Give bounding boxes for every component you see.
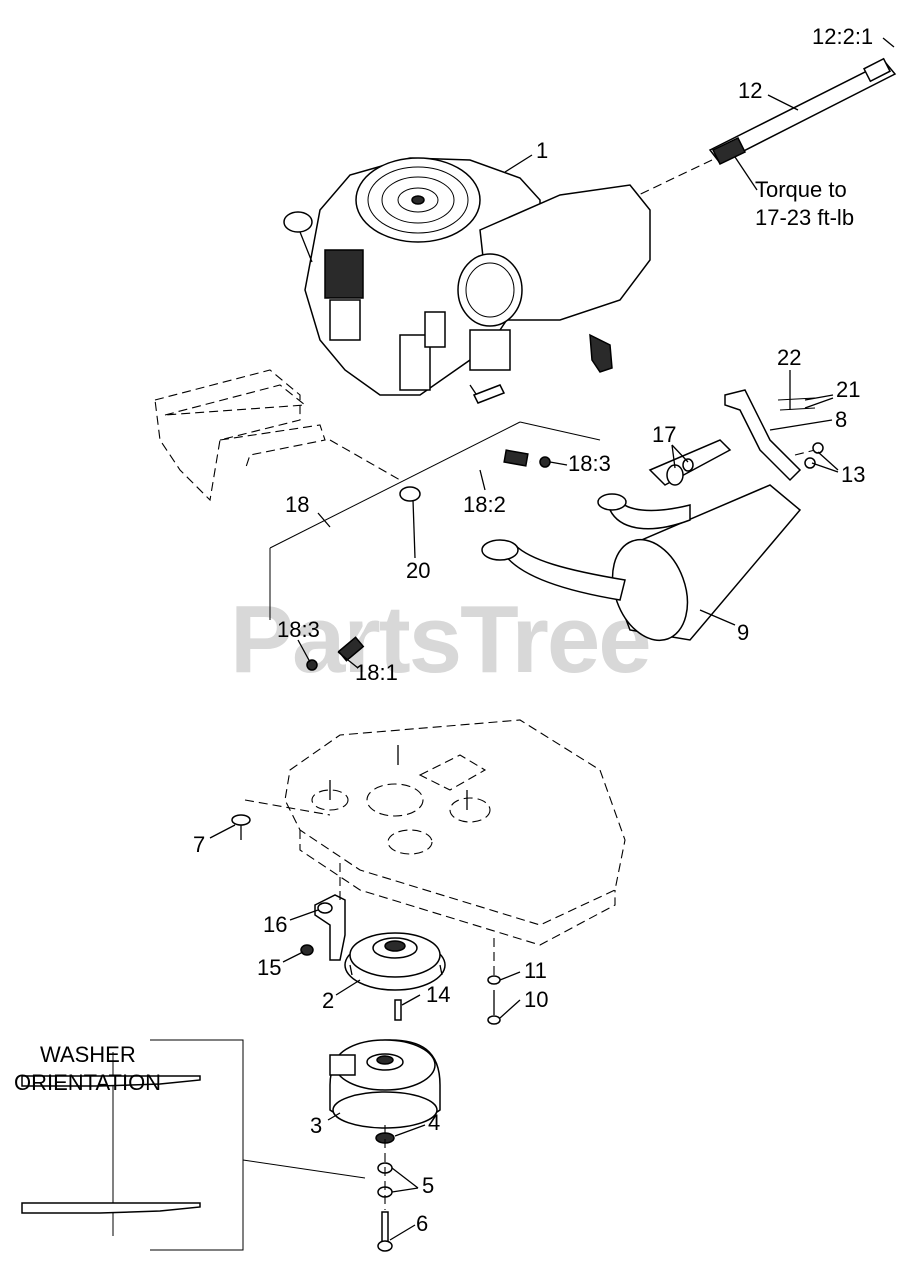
callout-8: 8 (835, 407, 847, 432)
electric-clutch (329, 1039, 441, 1129)
callout-15: 15 (257, 955, 281, 980)
callout-4: 4 (428, 1110, 440, 1135)
muffler (481, 439, 802, 642)
callout-17: 17 (652, 422, 676, 447)
callout-2: 2 (322, 988, 334, 1013)
callout-labels: 12:2:1 12 1 Torque to 17-23 ft-lb 22 21 … (14, 24, 873, 1236)
callout-1: 1 (536, 138, 548, 163)
washer-orientation-title-1: WASHER (40, 1042, 136, 1067)
callout-18-2: 18:2 (463, 492, 506, 517)
callout-18: 18 (285, 492, 309, 517)
callout-9: 9 (737, 620, 749, 645)
callout-22: 22 (777, 345, 801, 370)
callout-10: 10 (524, 987, 548, 1012)
washer-orientation-title-2: ORIENTATION (14, 1070, 161, 1095)
callout-3: 3 (310, 1113, 322, 1138)
mount-bracket (154, 369, 401, 502)
torque-note-line1: Torque to (755, 177, 847, 202)
callout-20: 20 (406, 558, 430, 583)
clutch-bracket (300, 860, 346, 961)
hardware-upper (666, 397, 824, 486)
torque-note-line2: 17-23 ft-lb (755, 205, 854, 230)
callout-18-3-top: 18:3 (568, 451, 611, 476)
leader-lines (209, 37, 895, 1241)
callout-13: 13 (841, 462, 865, 487)
callout-6: 6 (416, 1211, 428, 1236)
callout-11: 11 (524, 958, 547, 983)
watermark: PartsTree (230, 586, 650, 693)
washer-bolt-10-11 (487, 935, 501, 1025)
callout-21: 21 (836, 377, 860, 402)
callout-12: 12 (738, 78, 762, 103)
callout-12-2-1: 12:2:1 (812, 24, 873, 49)
callout-7: 7 (193, 832, 205, 857)
engine (283, 157, 651, 404)
callout-5: 5 (422, 1173, 434, 1198)
washer-orientation-detail (21, 1039, 366, 1251)
fuel-line (269, 421, 601, 671)
drive-shaft (564, 57, 897, 231)
pulley (344, 932, 446, 991)
key (394, 999, 402, 1021)
clutch-hardware (375, 1125, 395, 1252)
callout-18-1: 18:1 (355, 660, 398, 685)
callout-14: 14 (426, 982, 450, 1007)
callout-16: 16 (263, 912, 287, 937)
callout-18-3-bottom: 18:3 (277, 617, 320, 642)
muffler-bracket (724, 389, 816, 482)
deck-plate (244, 719, 626, 946)
stud-bolt (231, 814, 251, 840)
